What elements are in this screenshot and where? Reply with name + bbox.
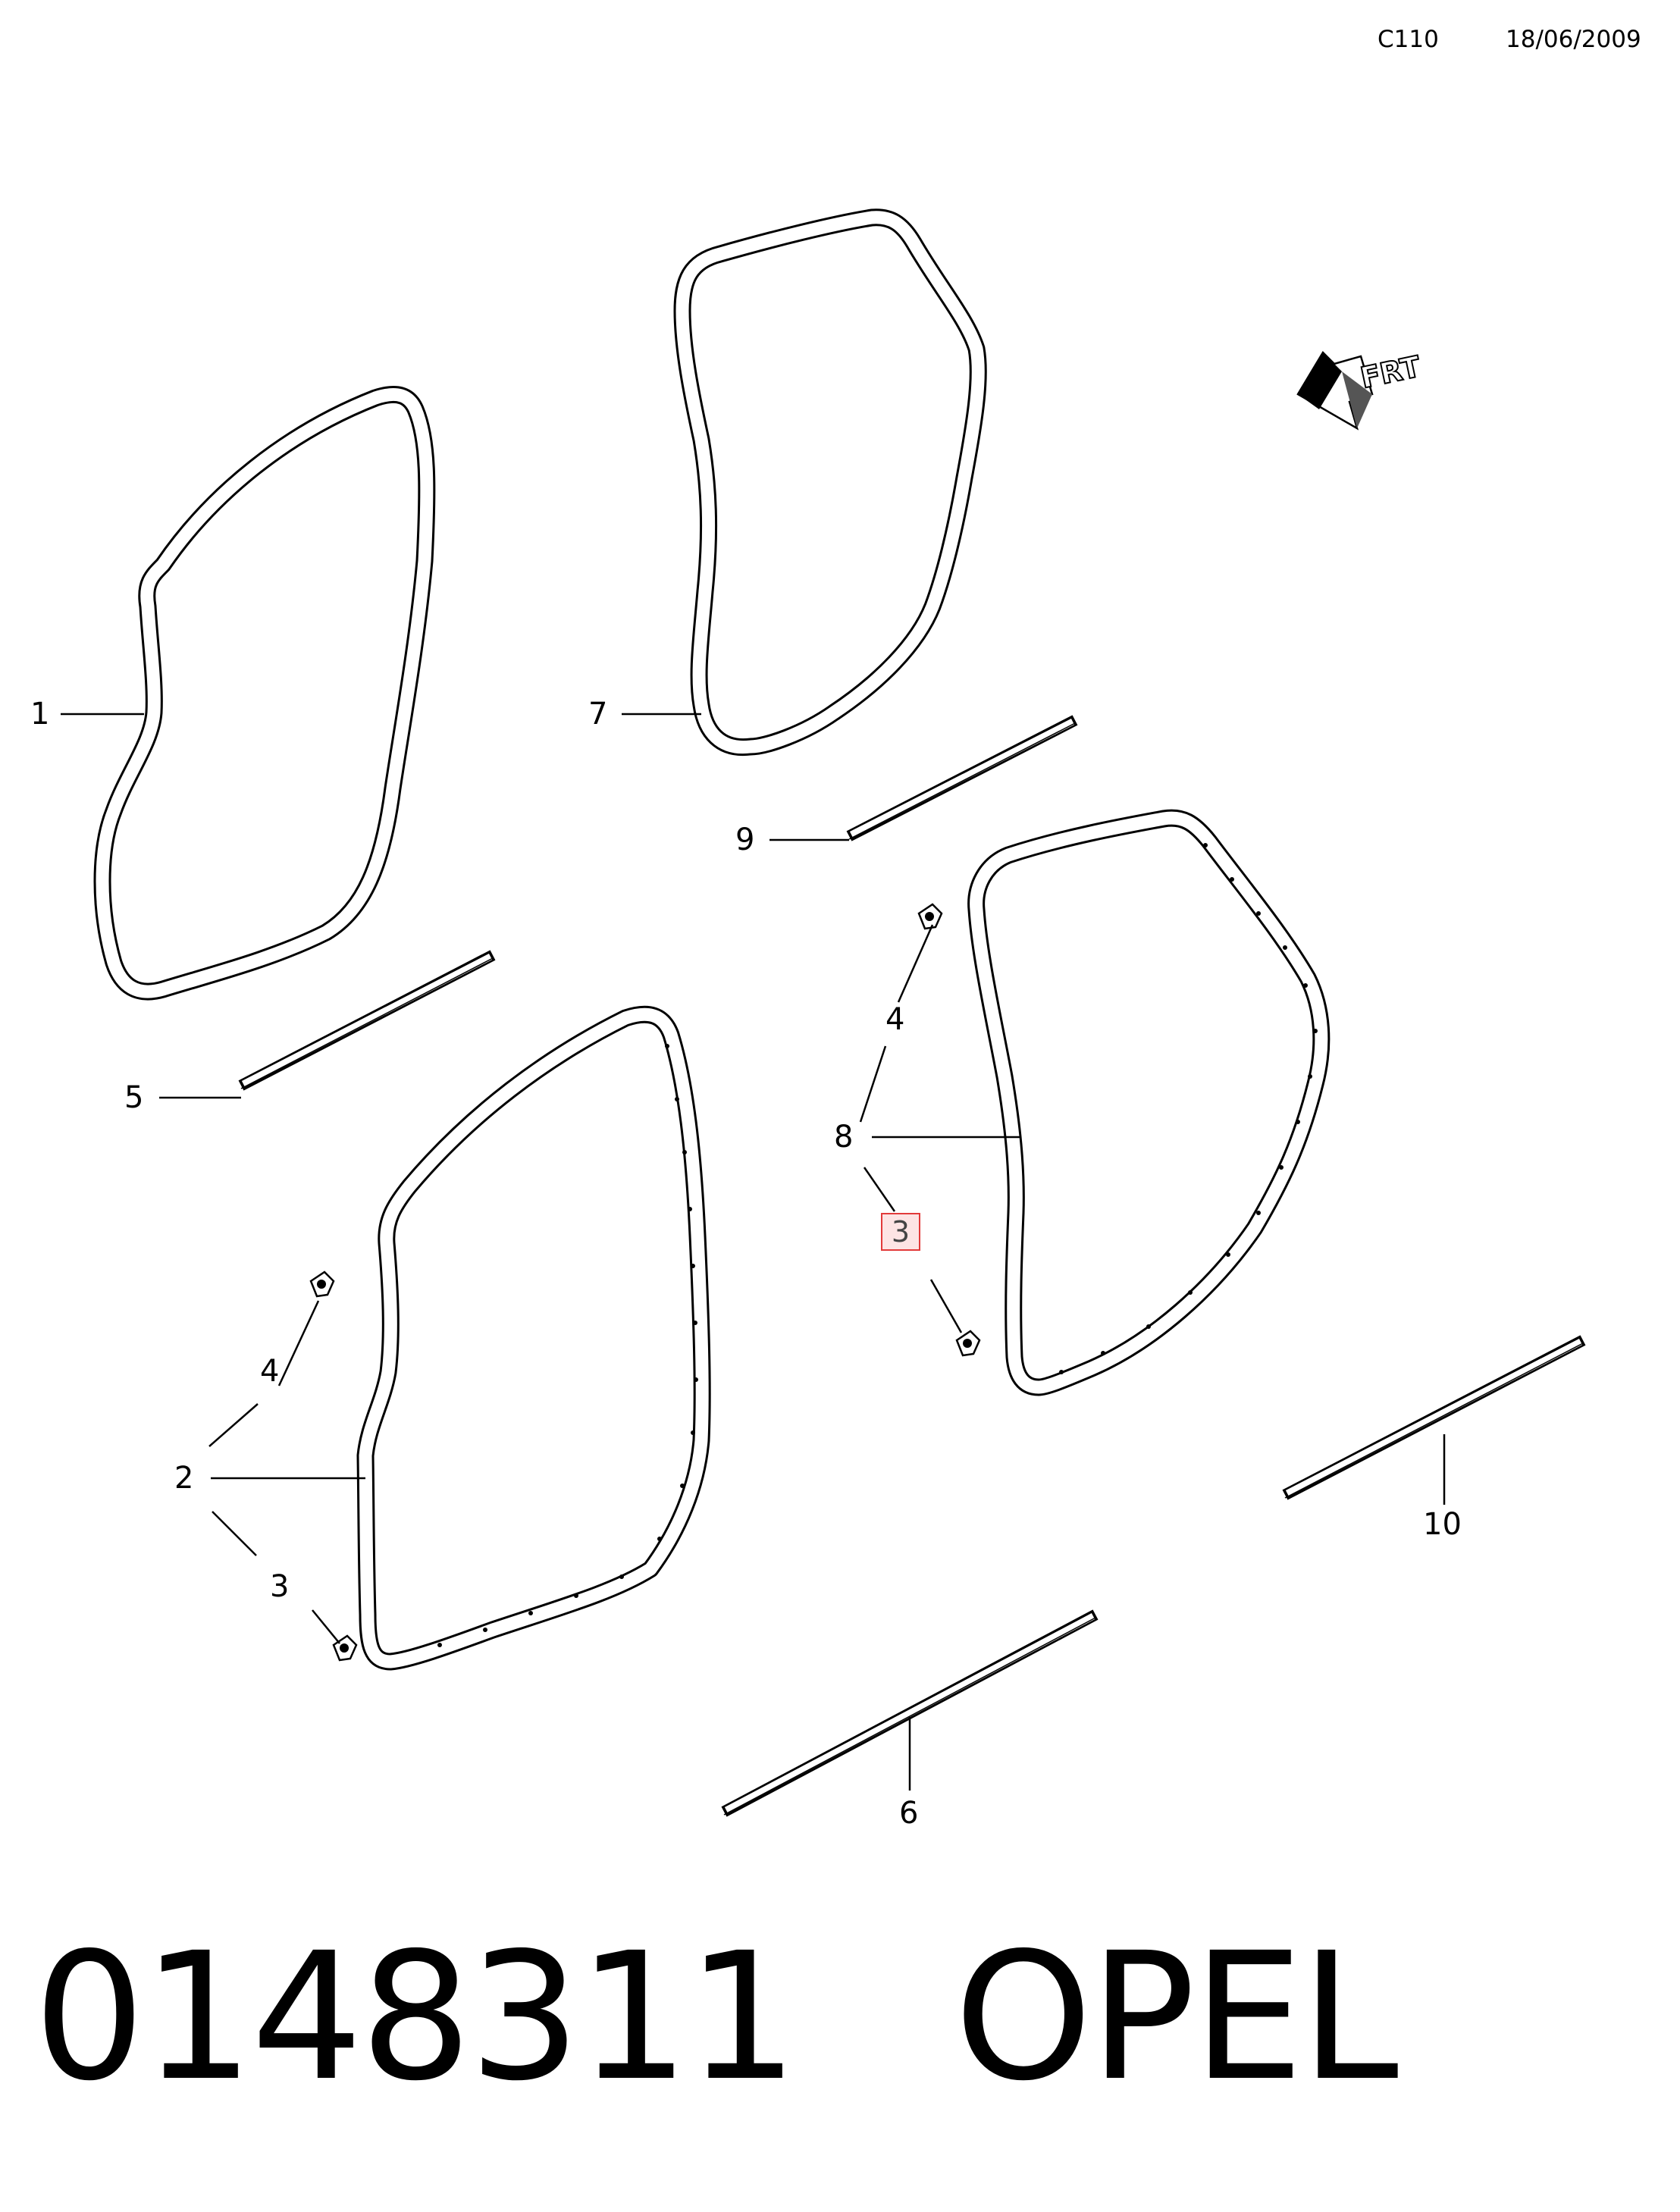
callout-9: 9	[735, 822, 754, 857]
callout-2: 2	[174, 1461, 193, 1496]
clip-right-lower	[955, 1330, 981, 1357]
door-seal-8	[967, 809, 1331, 1396]
diagram-code: C110	[1378, 26, 1439, 53]
part-number: 0148311	[33, 1915, 798, 2120]
callout-8: 8	[834, 1120, 853, 1155]
brand-name: OPEL	[954, 1915, 1399, 2120]
sill-strip-10	[1282, 1335, 1586, 1500]
callout-1: 1	[30, 697, 49, 732]
frt-label: FRT	[1358, 349, 1424, 395]
clip-left-upper	[309, 1270, 335, 1298]
callout-4-right: 4	[885, 1002, 904, 1037]
diagram-date: 18/06/2009	[1506, 26, 1641, 53]
callout-3-left: 3	[270, 1569, 289, 1604]
leader-lines	[61, 713, 1446, 1791]
front-direction-icon: FRT	[1296, 349, 1425, 431]
callout-5: 5	[124, 1080, 143, 1115]
door-seal-7	[673, 208, 987, 757]
callout-3-right-highlighted[interactable]: 3	[881, 1213, 920, 1251]
callout-6: 6	[899, 1796, 918, 1831]
sill-strip-9	[846, 715, 1078, 841]
callout-10: 10	[1423, 1507, 1462, 1542]
footer-title: 0148311 OPEL	[33, 1929, 1399, 2105]
sill-strip-6	[721, 1609, 1099, 1817]
clip-right-upper	[917, 903, 943, 930]
callout-4-left: 4	[260, 1354, 279, 1389]
door-seal-1	[93, 385, 436, 1001]
sill-strip-5	[238, 950, 496, 1091]
door-seal-2	[356, 1005, 711, 1671]
callout-7: 7	[588, 697, 607, 732]
